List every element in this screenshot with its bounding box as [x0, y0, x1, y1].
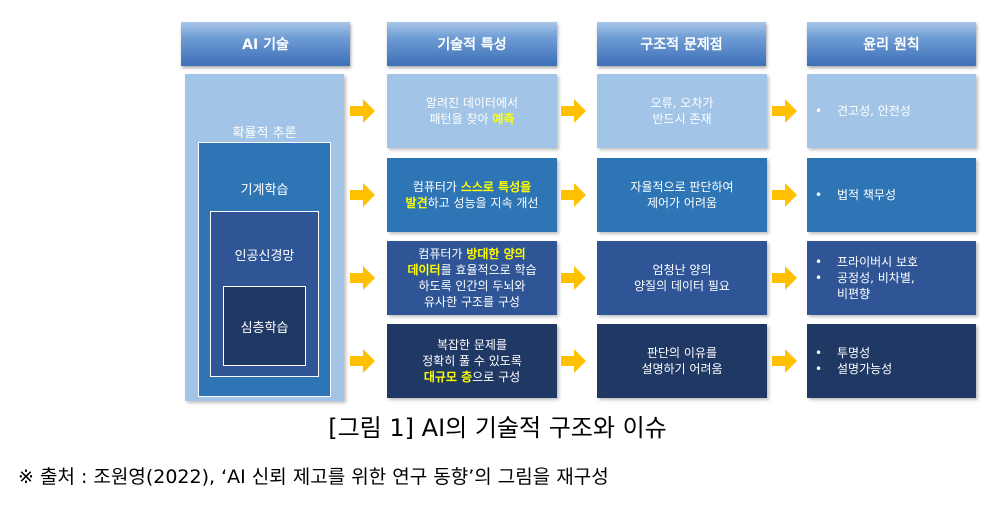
arrow-right-icon [561, 99, 586, 123]
text-segment: 알려진 데이터에서 [425, 96, 519, 110]
text-segment: 하고 성능을 지속 개선 [427, 196, 539, 210]
arrow-right-icon [350, 349, 375, 373]
ethics-principle-box-1: 견고성, 안전성 [807, 74, 976, 148]
ethics-principle-box-4: 투명성설명가능성 [807, 324, 976, 398]
header-ethics-principles: 윤리 원칙 [807, 22, 976, 66]
ethics-principle-item: 설명가능성 [815, 361, 892, 377]
text-segment: 유사한 구조를 구성 [424, 295, 520, 309]
ethics-principle-item: 법적 책무성 [815, 187, 896, 203]
problem-text-line: 반드시 존재 [652, 112, 712, 126]
highlighted-text: 데이터 [407, 263, 441, 277]
highlighted-text: 스스로 특성을 [460, 180, 532, 194]
arrow-right-icon [772, 349, 797, 373]
source-note: ※ 출처 : 조원영(2022), ‘AI 신뢰 제고를 위한 연구 동향’의 … [18, 466, 609, 488]
arrow-right-icon [772, 99, 797, 123]
arrow-right-icon [772, 266, 797, 290]
text-segment: 으로 구성 [472, 370, 521, 384]
text-segment: 복잡한 문제를 [436, 338, 508, 352]
text-segment: 컴퓨터가 [412, 180, 461, 194]
text-segment: 패턴을 찾아 [429, 112, 493, 126]
machine-learning-label: 기계학습 [240, 183, 289, 198]
arrow-right-icon [561, 183, 586, 207]
text-segment: 하도록 인간의 두뇌와 [418, 279, 526, 293]
highlighted-text: 발견 [405, 196, 428, 210]
problem-text-line: 설명하기 어려움 [641, 362, 723, 376]
text-segment: 를 효율적으로 학습 [440, 263, 537, 277]
ethics-principle-box-3: 프라이버시 보호공정성, 비차별,비편향 [807, 241, 976, 315]
ethics-principle-item: 견고성, 안전성 [815, 103, 911, 119]
problem-text-line: 제어가 어려움 [646, 196, 718, 210]
text-segment: 정확히 풀 수 있도록 [422, 354, 522, 368]
header-ai-tech: AI 기술 [181, 22, 350, 66]
text-segment: 컴퓨터가 [418, 247, 467, 261]
arrow-right-icon [350, 183, 375, 207]
ethics-principle-box-2: 법적 책무성 [807, 158, 976, 232]
problem-text-line: 자율적으로 판단하여 [630, 180, 734, 194]
arrow-right-icon [561, 266, 586, 290]
probabilistic-reasoning-label: 확률적 추론 [232, 126, 297, 141]
deep-learning-box: 심층학습 [223, 286, 306, 366]
neural-network-label: 인공신경망 [234, 249, 295, 264]
problem-text-line: 오류, 오차가 [650, 96, 714, 110]
ethics-principle-item: 투명성 [815, 345, 892, 361]
highlighted-text: 예측 [492, 112, 515, 126]
arrow-right-icon [350, 99, 375, 123]
arrow-right-icon [561, 349, 586, 373]
arrow-right-icon [772, 183, 797, 207]
highlighted-text: 방대한 양의 [466, 247, 526, 261]
header-tech-characteristics: 기술적 특성 [387, 22, 557, 66]
header-structural-problems: 구조적 문제점 [597, 22, 766, 66]
figure-caption: [그림 1] AI의 기술적 구조와 이슈 [328, 414, 667, 442]
ethics-principle-item: 프라이버시 보호 [815, 254, 918, 270]
problem-text-line: 엄청난 양의 [652, 263, 712, 277]
deep-learning-label: 심층학습 [240, 321, 289, 336]
highlighted-text: 대규모 층 [423, 370, 473, 384]
problem-text-line: 판단의 이유를 [646, 346, 718, 360]
ethics-principle-item: 공정성, 비차별,비편향 [815, 270, 918, 302]
arrow-right-icon [350, 266, 375, 290]
problem-text-line: 양질의 데이터 필요 [634, 279, 730, 293]
